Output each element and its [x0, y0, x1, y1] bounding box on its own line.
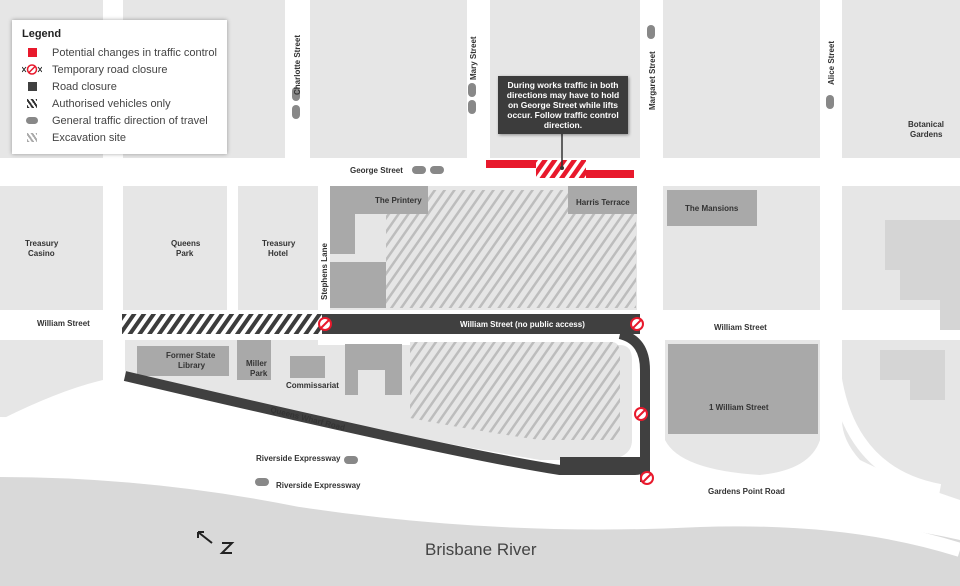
legend-label: Excavation site — [52, 131, 126, 144]
label-1-william-street: 1 William Street — [709, 403, 769, 412]
label-gardens-point-road: Gardens Point Road — [708, 487, 785, 496]
legend-item: Road closure — [22, 78, 217, 95]
label-george-street: George Street — [350, 166, 403, 175]
label-treasury-casino-1: Treasury — [25, 239, 59, 248]
legend-title: Legend — [22, 28, 62, 40]
label-the-printery: The Printery — [375, 196, 422, 205]
red-square-icon — [22, 47, 42, 58]
traffic-hold-callout: During works traffic in both directions … — [498, 76, 628, 134]
label-brisbane-river: Brisbane River — [425, 540, 537, 559]
buildings — [137, 186, 960, 434]
label-william-street-left: William Street — [37, 319, 90, 328]
legend-item: Temporary road closure — [22, 61, 217, 78]
label-queens-park-1: Queens — [171, 239, 201, 248]
label-alice-street: Alice Street — [827, 41, 836, 85]
legend-item: Authorised vehicles only — [22, 95, 217, 112]
legend-label: Temporary road closure — [52, 63, 168, 76]
label-former-state-library-2: Library — [178, 361, 206, 370]
label-queens-park-2: Park — [176, 249, 194, 258]
dark-hatch-icon — [22, 98, 42, 109]
excavation-site-south — [410, 342, 620, 440]
label-treasury-casino-2: Casino — [28, 249, 55, 258]
label-margaret-street: Margaret Street — [648, 51, 657, 110]
legend-label: Authorised vehicles only — [52, 97, 171, 110]
label-miller-park-1: Miller — [246, 359, 267, 368]
traffic-control-george-st — [486, 160, 536, 168]
label-miller-park-2: Park — [250, 369, 268, 378]
legend-item: Potential changes in traffic control — [22, 44, 217, 61]
label-treasury-hotel-2: Hotel — [268, 249, 288, 258]
legend-label: Potential changes in traffic control — [52, 46, 217, 59]
north-arrow-icon — [197, 531, 235, 554]
road-closure-queens-wharf-road — [123, 329, 650, 475]
label-former-state-library-1: Former State — [166, 351, 216, 360]
label-treasury-hotel-1: Treasury — [262, 239, 296, 248]
direction-arrow-icons — [255, 25, 834, 486]
label-the-mansions: The Mansions — [685, 204, 739, 213]
label-botanical-gardens-2: Gardens — [910, 130, 943, 139]
label-charlotte-street: Charlotte Street — [293, 35, 302, 95]
authorised-vehicles-only-william-street — [122, 314, 322, 334]
light-hatch-icon — [22, 132, 42, 143]
legend-item: General traffic direction of travel — [22, 112, 217, 129]
label-riverside-expressway-2: Riverside Expressway — [276, 481, 361, 490]
road-closure-william-street — [322, 314, 640, 334]
label-commissariat: Commissariat — [286, 381, 339, 390]
label-harris-terrace: Harris Terrace — [576, 198, 630, 207]
legend-label: Road closure — [52, 80, 117, 93]
temporary-road-closure-icons — [318, 317, 654, 485]
label-riverside-expressway-1: Riverside Expressway — [256, 454, 341, 463]
label-botanical-gardens-1: Botanical — [908, 120, 944, 129]
label-william-street-right: William Street — [714, 323, 767, 332]
direction-arrow-icon — [22, 115, 42, 126]
label-stephens-lane: Stephens Lane — [320, 243, 329, 300]
legend-label: General traffic direction of travel — [52, 114, 208, 127]
label-mary-street: Mary Street — [469, 36, 478, 80]
temporary-closure-icon — [22, 64, 42, 75]
label-william-street-closed: William Street (no public access) — [460, 320, 585, 329]
legend: Legend Potential changes in traffic cont… — [12, 20, 227, 154]
river-area — [0, 470, 960, 586]
dark-square-icon — [22, 81, 42, 92]
legend-item: Excavation site — [22, 129, 217, 146]
